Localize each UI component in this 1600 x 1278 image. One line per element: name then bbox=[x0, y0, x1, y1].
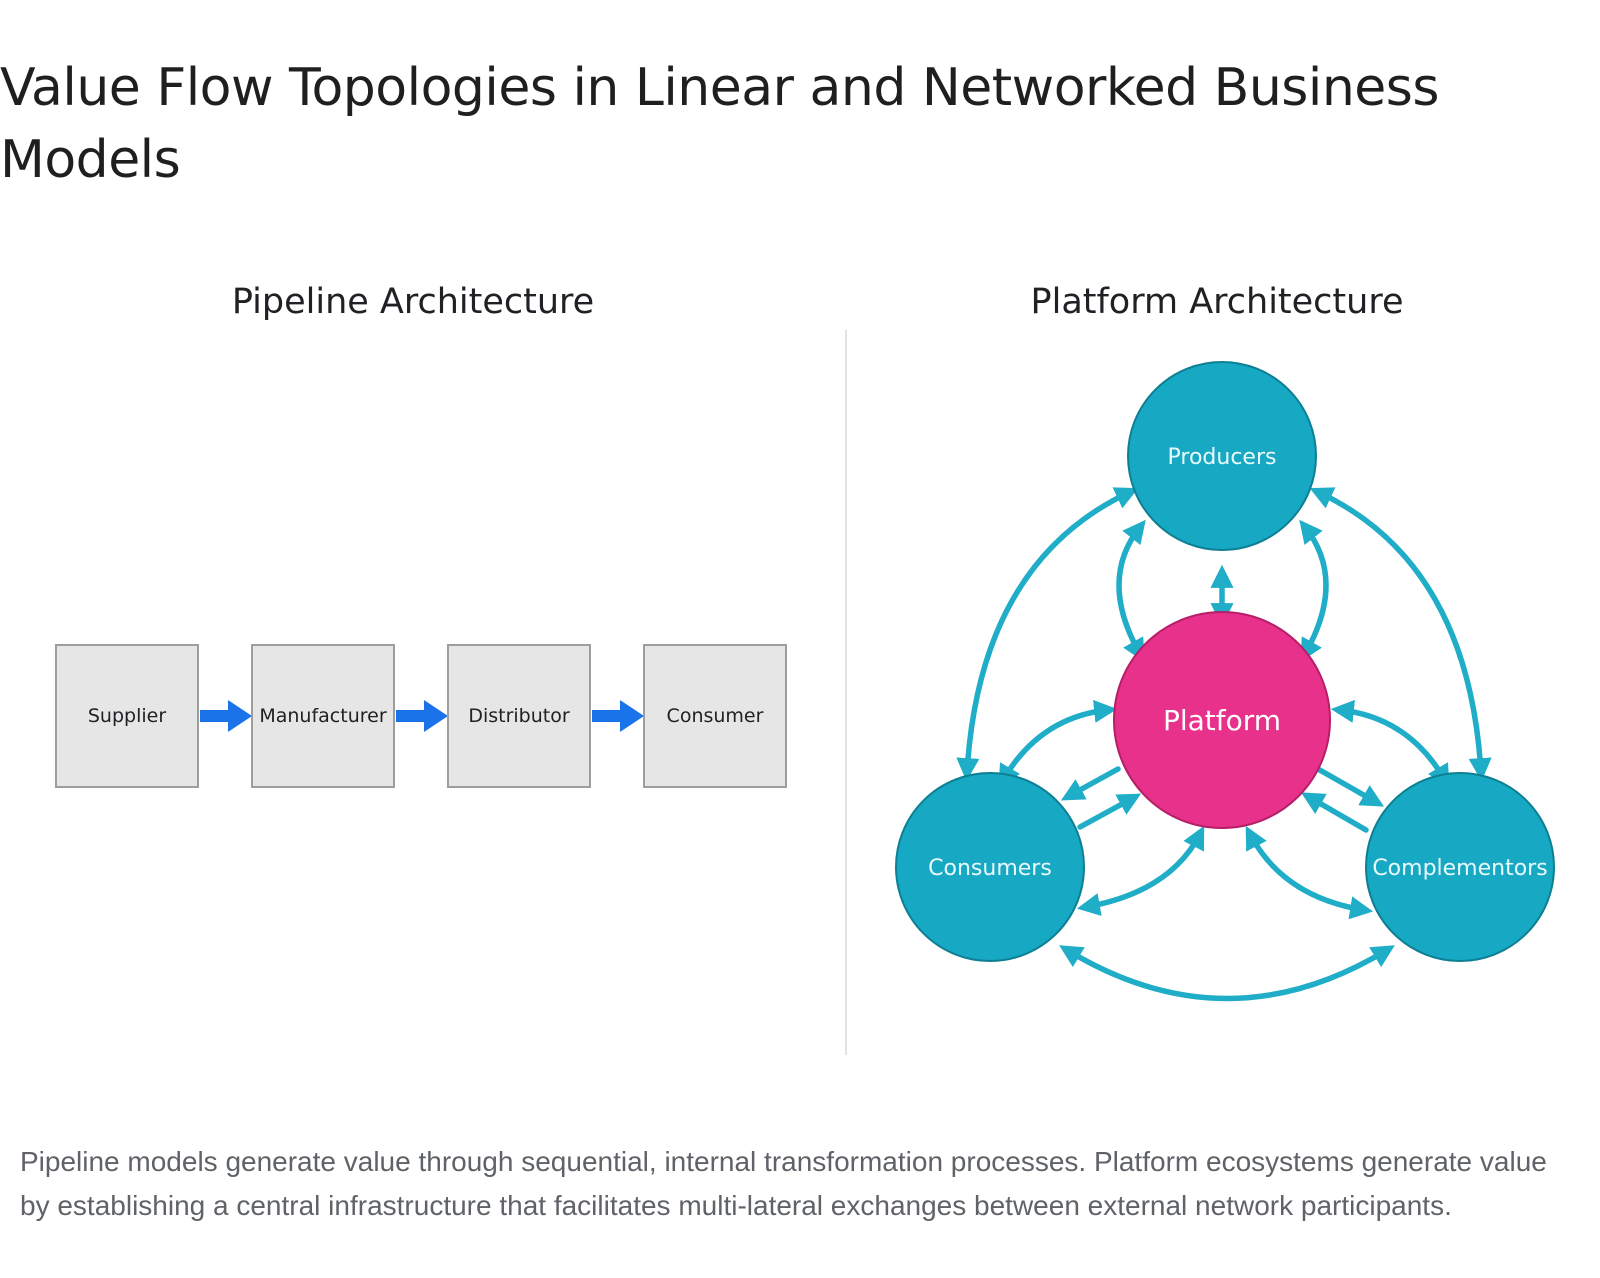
exchange-arrow-producers-complementors bbox=[1309, 487, 1492, 782]
flow-arrow-consumers-to-platform bbox=[1077, 793, 1142, 830]
complementors-label: Complementors bbox=[1372, 856, 1547, 881]
stage-distributor: Distributor bbox=[447, 644, 591, 788]
flow-arrow-complementors-to-platform bbox=[1301, 792, 1369, 833]
exchange-arrow-producers-consumers bbox=[956, 487, 1139, 782]
flow-arrow-platform-to-complementors bbox=[1315, 766, 1385, 807]
architecture-figure: Pipeline Architecture Platform Architect… bbox=[0, 262, 1600, 1082]
stage-consumer: Consumer bbox=[643, 644, 787, 788]
consumers-label: Consumers bbox=[928, 856, 1052, 881]
platform-title: Platform Architecture bbox=[1030, 282, 1404, 322]
producers-label: Producers bbox=[1168, 445, 1277, 470]
page-title: Value Flow Topologies in Linear and Netw… bbox=[0, 58, 1439, 190]
exchange-arrow-producers-platform-left bbox=[1116, 519, 1146, 663]
platform-diagram: Producers Platform Consumers Complemento… bbox=[895, 361, 1555, 1002]
pipeline-arrow-icon bbox=[592, 700, 644, 732]
platform-hub-label: Platform bbox=[1163, 704, 1281, 737]
pipeline-diagram: Supplier Manufacturer Distributor Consum… bbox=[0, 262, 840, 1082]
pipeline-title: Pipeline Architecture bbox=[231, 282, 595, 322]
flow-arrow-platform-to-consumers bbox=[1060, 766, 1121, 801]
complementors-node bbox=[1365, 772, 1555, 962]
exchange-arrow-consumers-complementors bbox=[1059, 945, 1395, 1002]
stage-supplier: Supplier bbox=[55, 644, 199, 788]
platform-hub-node bbox=[1113, 611, 1331, 829]
stage-manufacturer: Manufacturer bbox=[251, 644, 395, 788]
exchange-arrow-producers-platform-right bbox=[1299, 519, 1329, 663]
pipeline-arrow-icon bbox=[396, 700, 448, 732]
producers-node bbox=[1127, 361, 1317, 551]
panel-divider bbox=[845, 330, 847, 1055]
exchange-arrow-consumers-platform-lower bbox=[1076, 825, 1205, 916]
exchange-arrow-complementors-platform-upper bbox=[1330, 699, 1450, 788]
exchange-arrow-complementors-platform-lower bbox=[1245, 825, 1374, 920]
exchange-arrow-consumers-platform-upper bbox=[998, 699, 1118, 788]
consumers-node bbox=[895, 772, 1085, 962]
figure-caption: Pipeline models generate value through s… bbox=[20, 1146, 1547, 1221]
pipeline-arrow-icon bbox=[200, 700, 252, 732]
